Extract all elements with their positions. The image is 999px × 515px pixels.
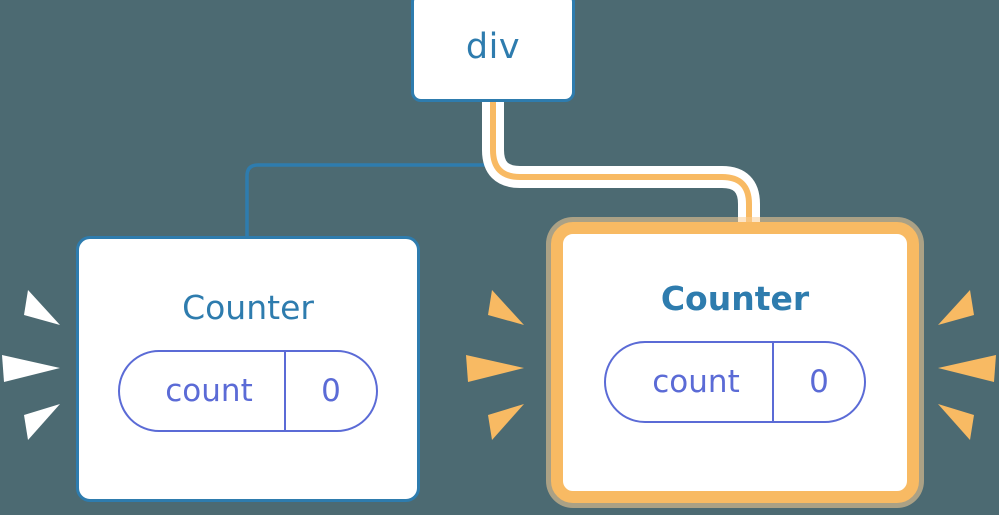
node-counter-left[interactable]: Counter count 0 (76, 236, 420, 502)
state-key-right: count (652, 363, 740, 400)
sparkle-rays-counter-left (2, 290, 60, 440)
node-counter-left-label: Counter (182, 288, 314, 327)
node-counter-right-label: Counter (660, 279, 810, 318)
state-value-right: 0 (772, 343, 864, 421)
node-div-label: div (465, 26, 521, 67)
state-key-left: count (165, 372, 253, 409)
sparkle-rays-counter-right-outer (938, 290, 996, 440)
node-counter-right[interactable]: Counter count 0 (551, 222, 919, 503)
node-div[interactable]: div (411, 0, 575, 102)
edge-div-to-counter-right-casing (482, 96, 760, 240)
sparkle-rays-counter-right-inner (466, 290, 524, 440)
state-pill-right: count 0 (604, 341, 866, 423)
edge-div-to-counter-left (245, 100, 495, 240)
state-value-left: 0 (284, 352, 376, 430)
state-pill-left: count 0 (118, 350, 378, 432)
edge-div-to-counter-right (490, 96, 752, 240)
